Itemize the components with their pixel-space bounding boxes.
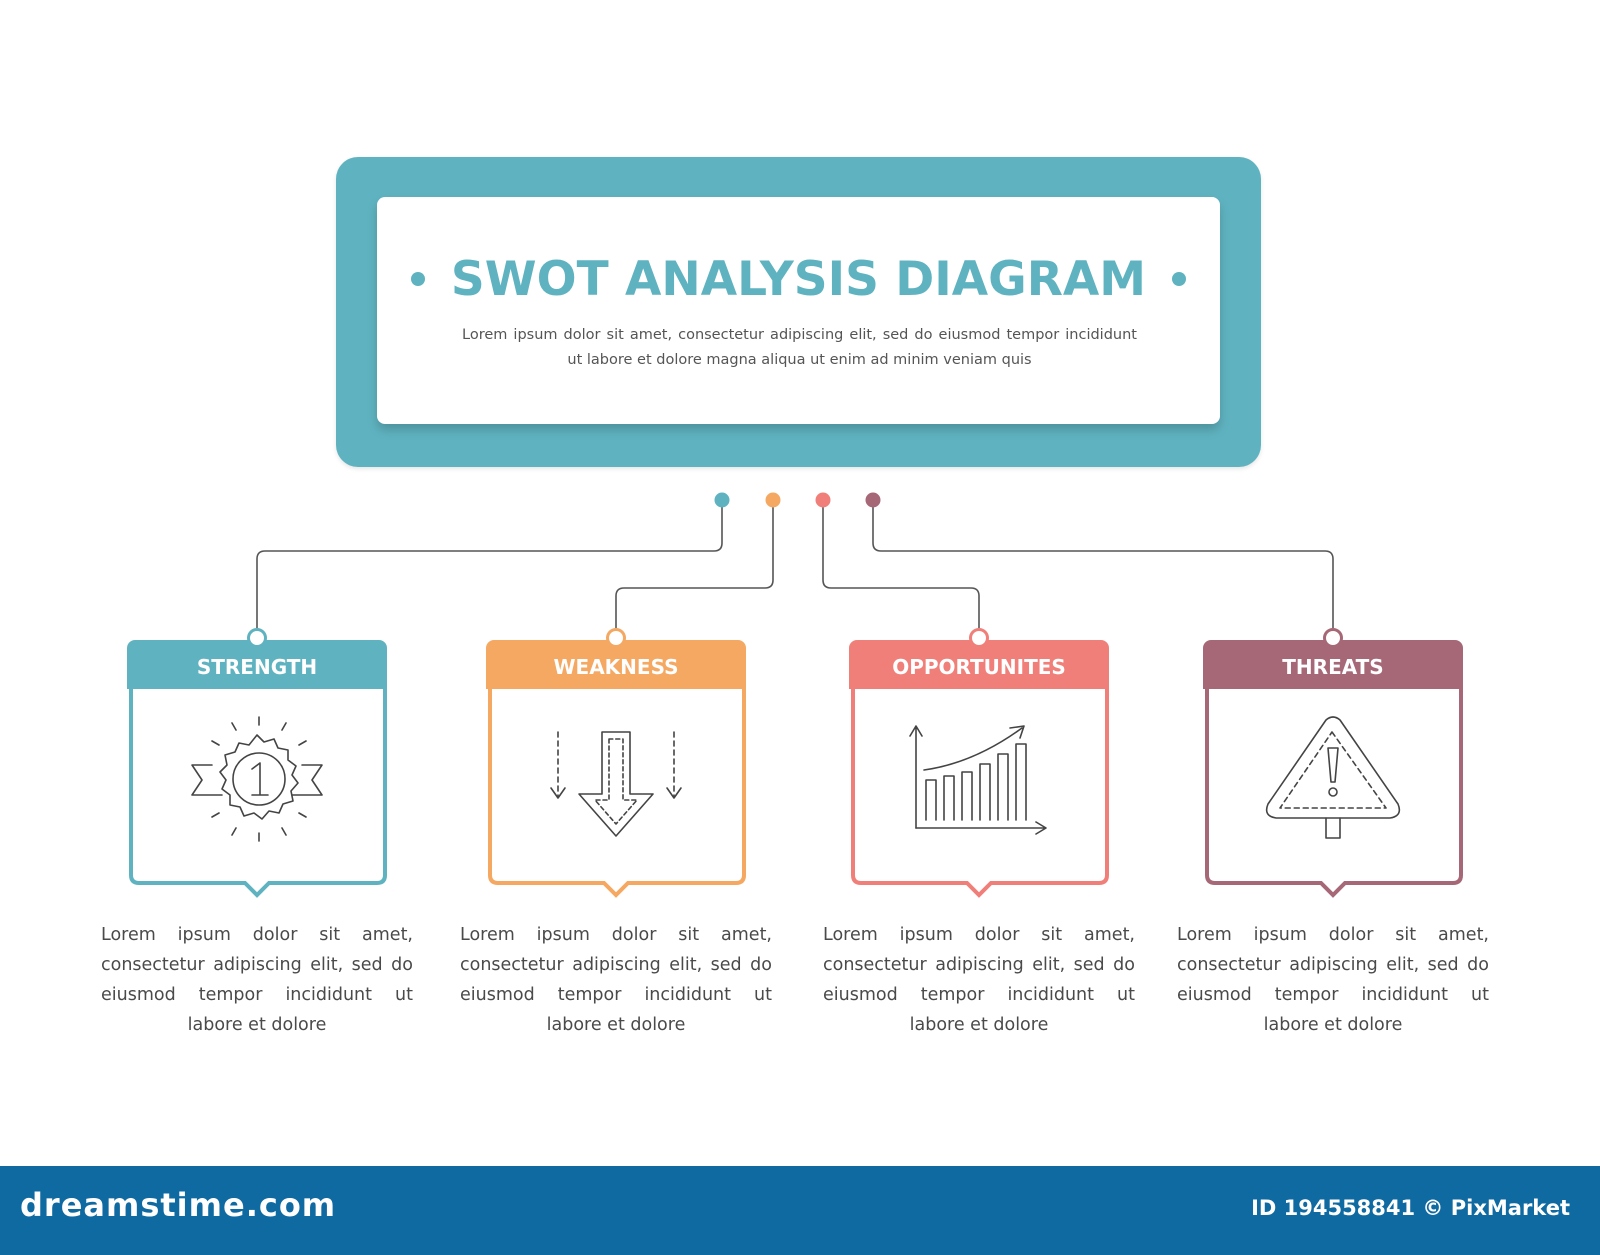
card-hook-threats — [1323, 628, 1343, 648]
header-panel: SWOT ANALYSIS DIAGRAM Lorem ipsum dolor … — [377, 197, 1220, 424]
card-hook-strength — [247, 628, 267, 648]
card-header-threats: THREATS — [1203, 640, 1463, 689]
connector-strength — [256, 500, 723, 628]
card-hook-opportunities — [969, 628, 989, 648]
card-header-strength: STRENGTH — [127, 640, 387, 689]
page-subtitle: Lorem ipsum dolor sit amet, consectetur … — [462, 327, 1137, 368]
title-dot-right — [1172, 272, 1187, 286]
card-body-weakness — [488, 678, 746, 898]
page-title: SWOT ANALYSIS DIAGRAM — [450, 251, 1147, 307]
connector-dot-opportunities — [815, 492, 831, 508]
card-text-strength: Lorem ipsum dolor sit amet, consectetur … — [101, 925, 413, 1035]
connector-dot-threats — [865, 492, 881, 508]
header-frame: SWOT ANALYSIS DIAGRAM Lorem ipsum dolor … — [336, 157, 1261, 467]
footer-banner: dreamstime.com ID 194558841 © PixMarket — [0, 1166, 1600, 1255]
card-header-opportunities: OPPORTUNITES — [849, 640, 1109, 689]
down-arrows-icon — [550, 731, 682, 837]
title-dot-left — [410, 272, 425, 286]
growth-chart-icon — [909, 725, 1047, 835]
brand-logo: dreamstime.com — [20, 1186, 337, 1224]
award-medal-icon — [191, 716, 323, 842]
card-text-weakness: Lorem ipsum dolor sit amet, consectetur … — [460, 925, 772, 1035]
connector-dot-weakness — [765, 492, 781, 508]
card-text-threats: Lorem ipsum dolor sit amet, consectetur … — [1177, 925, 1489, 1035]
connector-weakness — [615, 500, 774, 628]
image-id: ID 194558841 © PixMarket — [1251, 1196, 1570, 1220]
card-header-weakness: WEAKNESS — [486, 640, 746, 689]
connector-threats — [872, 500, 1334, 628]
card-body-strength — [129, 678, 387, 898]
card-text-opportunities: Lorem ipsum dolor sit amet, consectetur … — [823, 925, 1135, 1035]
connector-dot-strength — [714, 492, 730, 508]
card-hook-weakness — [606, 628, 626, 648]
title-row: SWOT ANALYSIS DIAGRAM — [377, 249, 1220, 309]
warning-sign-icon — [1265, 716, 1401, 839]
connector-opportunities — [822, 500, 980, 628]
